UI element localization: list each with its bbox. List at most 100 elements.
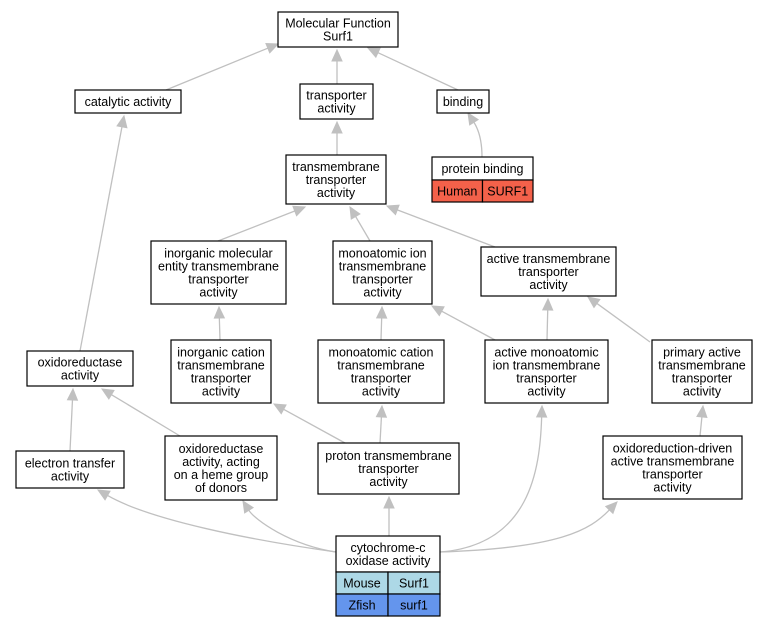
node-redox-driven-label: active transmembrane bbox=[611, 455, 735, 469]
edge-cyto-proton bbox=[383, 495, 395, 536]
node-proton-tmt-label: transporter bbox=[358, 462, 418, 476]
node-redox-driven-label: transporter bbox=[642, 468, 702, 482]
edge-line bbox=[217, 210, 295, 242]
node-primary-active-label: transmembrane bbox=[658, 359, 746, 373]
edge-monoatomic-cation bbox=[375, 305, 388, 341]
edge-line bbox=[111, 394, 181, 437]
node-cytochrome-box bbox=[335, 535, 441, 573]
node-catalytic-label: catalytic activity bbox=[85, 95, 173, 109]
edge-line bbox=[439, 509, 610, 553]
edge-arrowhead bbox=[696, 404, 708, 419]
edge-line bbox=[218, 317, 221, 341]
edge-arrowhead bbox=[242, 499, 255, 514]
edge-arrowhead bbox=[375, 404, 388, 418]
node-oxidoreductase-heme-label: of donors bbox=[195, 481, 247, 495]
edge-arrowhead bbox=[375, 305, 388, 319]
edge-transporter bbox=[331, 48, 343, 84]
node-active-monoatomic-label: activity bbox=[527, 385, 566, 399]
edge-arrowhead bbox=[331, 48, 343, 62]
edge-line bbox=[165, 47, 269, 91]
node-oxidoreductase-heme-label: on a heme group bbox=[174, 468, 269, 482]
edge-line bbox=[377, 52, 459, 91]
edge-primary-active bbox=[587, 296, 651, 343]
node-tmt-label: transporter bbox=[306, 173, 366, 187]
edge-line bbox=[596, 302, 651, 343]
edge-electron-transfer bbox=[66, 387, 79, 452]
gene-label: surf1 bbox=[400, 599, 428, 613]
node-active-tmt-label: transporter bbox=[518, 265, 578, 279]
node-electron-transfer-box bbox=[15, 450, 125, 489]
node-proton-tmt-box bbox=[317, 442, 460, 495]
edge-line bbox=[397, 209, 496, 248]
edge-cyto-electron bbox=[96, 489, 337, 553]
node-monoatomic-cation-box bbox=[317, 339, 445, 404]
node-transporter-box bbox=[299, 83, 374, 120]
edge-arrowhead bbox=[331, 120, 343, 134]
node-molecular-function-label: Molecular Function bbox=[285, 17, 391, 31]
node-tmt-label: transmembrane bbox=[292, 160, 380, 174]
node-electron-transfer-label: activity bbox=[51, 470, 90, 484]
node-monoatomic-ion-label: transporter bbox=[352, 273, 412, 287]
edge-cyto-redox bbox=[439, 501, 618, 553]
edge-oxidoreductase-heme bbox=[100, 388, 181, 437]
node-tmt-box bbox=[285, 154, 387, 205]
node-monoatomic-ion-box bbox=[332, 240, 433, 305]
node-monoatomic-ion-label: activity bbox=[363, 286, 402, 300]
edge-proton-tmt bbox=[272, 403, 346, 444]
node-inorganic-mol-label: transporter bbox=[188, 273, 248, 287]
node-primary-active-label: primary active bbox=[663, 346, 741, 360]
edge-arrowhead bbox=[213, 305, 226, 319]
edge-binding bbox=[366, 47, 459, 91]
node-monoatomic-cation-label: activity bbox=[362, 385, 401, 399]
edge-arrowhead bbox=[116, 114, 128, 129]
node-binding[interactable]: binding bbox=[436, 89, 490, 114]
node-inorganic-cation-label: activity bbox=[202, 385, 241, 399]
node-inorganic-cation[interactable]: inorganic cationtransmembranetransporter… bbox=[170, 339, 272, 404]
node-active-tmt-label: active transmembrane bbox=[487, 252, 611, 266]
node-active-monoatomic-label: ion transmembrane bbox=[493, 359, 601, 373]
node-inorganic-mol-label: activity bbox=[199, 286, 238, 300]
node-redox-driven-label: oxidoreduction-driven bbox=[613, 442, 733, 456]
node-monoatomic-ion[interactable]: monoatomic iontransmembranetransporterac… bbox=[332, 240, 433, 305]
node-redox-driven-label: activity bbox=[653, 481, 692, 495]
node-transporter-label: transporter bbox=[306, 89, 366, 103]
edge-inorganic-cation bbox=[213, 305, 226, 341]
node-catalytic[interactable]: catalytic activity bbox=[74, 89, 182, 114]
edge-line bbox=[69, 399, 74, 452]
node-monoatomic-cation[interactable]: monoatomic cationtransmembranetransporte… bbox=[317, 339, 445, 404]
edge-arrowhead bbox=[383, 495, 395, 509]
node-protein-binding-label: protein binding bbox=[441, 162, 523, 176]
node-monoatomic-cation-label: monoatomic cation bbox=[329, 346, 434, 360]
node-cytochrome-label: oxidase activity bbox=[346, 554, 432, 568]
node-redox-driven-box bbox=[602, 435, 743, 500]
edge-proton-tmt-2 bbox=[375, 404, 388, 444]
gene-cell bbox=[481, 179, 534, 203]
edge-arrowhead bbox=[272, 403, 287, 415]
node-active-monoatomic-label: transporter bbox=[516, 372, 576, 386]
node-primary-active[interactable]: primary activetransmembranetransporterac… bbox=[651, 339, 753, 404]
edge-arrowhead bbox=[385, 204, 400, 216]
gene-label: SURF1 bbox=[487, 185, 528, 199]
edge-cyto-heme bbox=[242, 499, 337, 553]
node-oxidoreductase-label: activity bbox=[61, 369, 100, 383]
node-oxidoreductase-heme-label: oxidoreductase bbox=[179, 442, 264, 456]
edge-line bbox=[699, 416, 703, 437]
edge-redox-driven bbox=[696, 404, 708, 437]
node-cytochrome-label: cytochrome-c bbox=[350, 541, 425, 555]
node-active-tmt-label: activity bbox=[529, 278, 568, 292]
node-inorganic-mol-box bbox=[150, 240, 287, 305]
node-monoatomic-cation-label: transporter bbox=[351, 372, 411, 386]
